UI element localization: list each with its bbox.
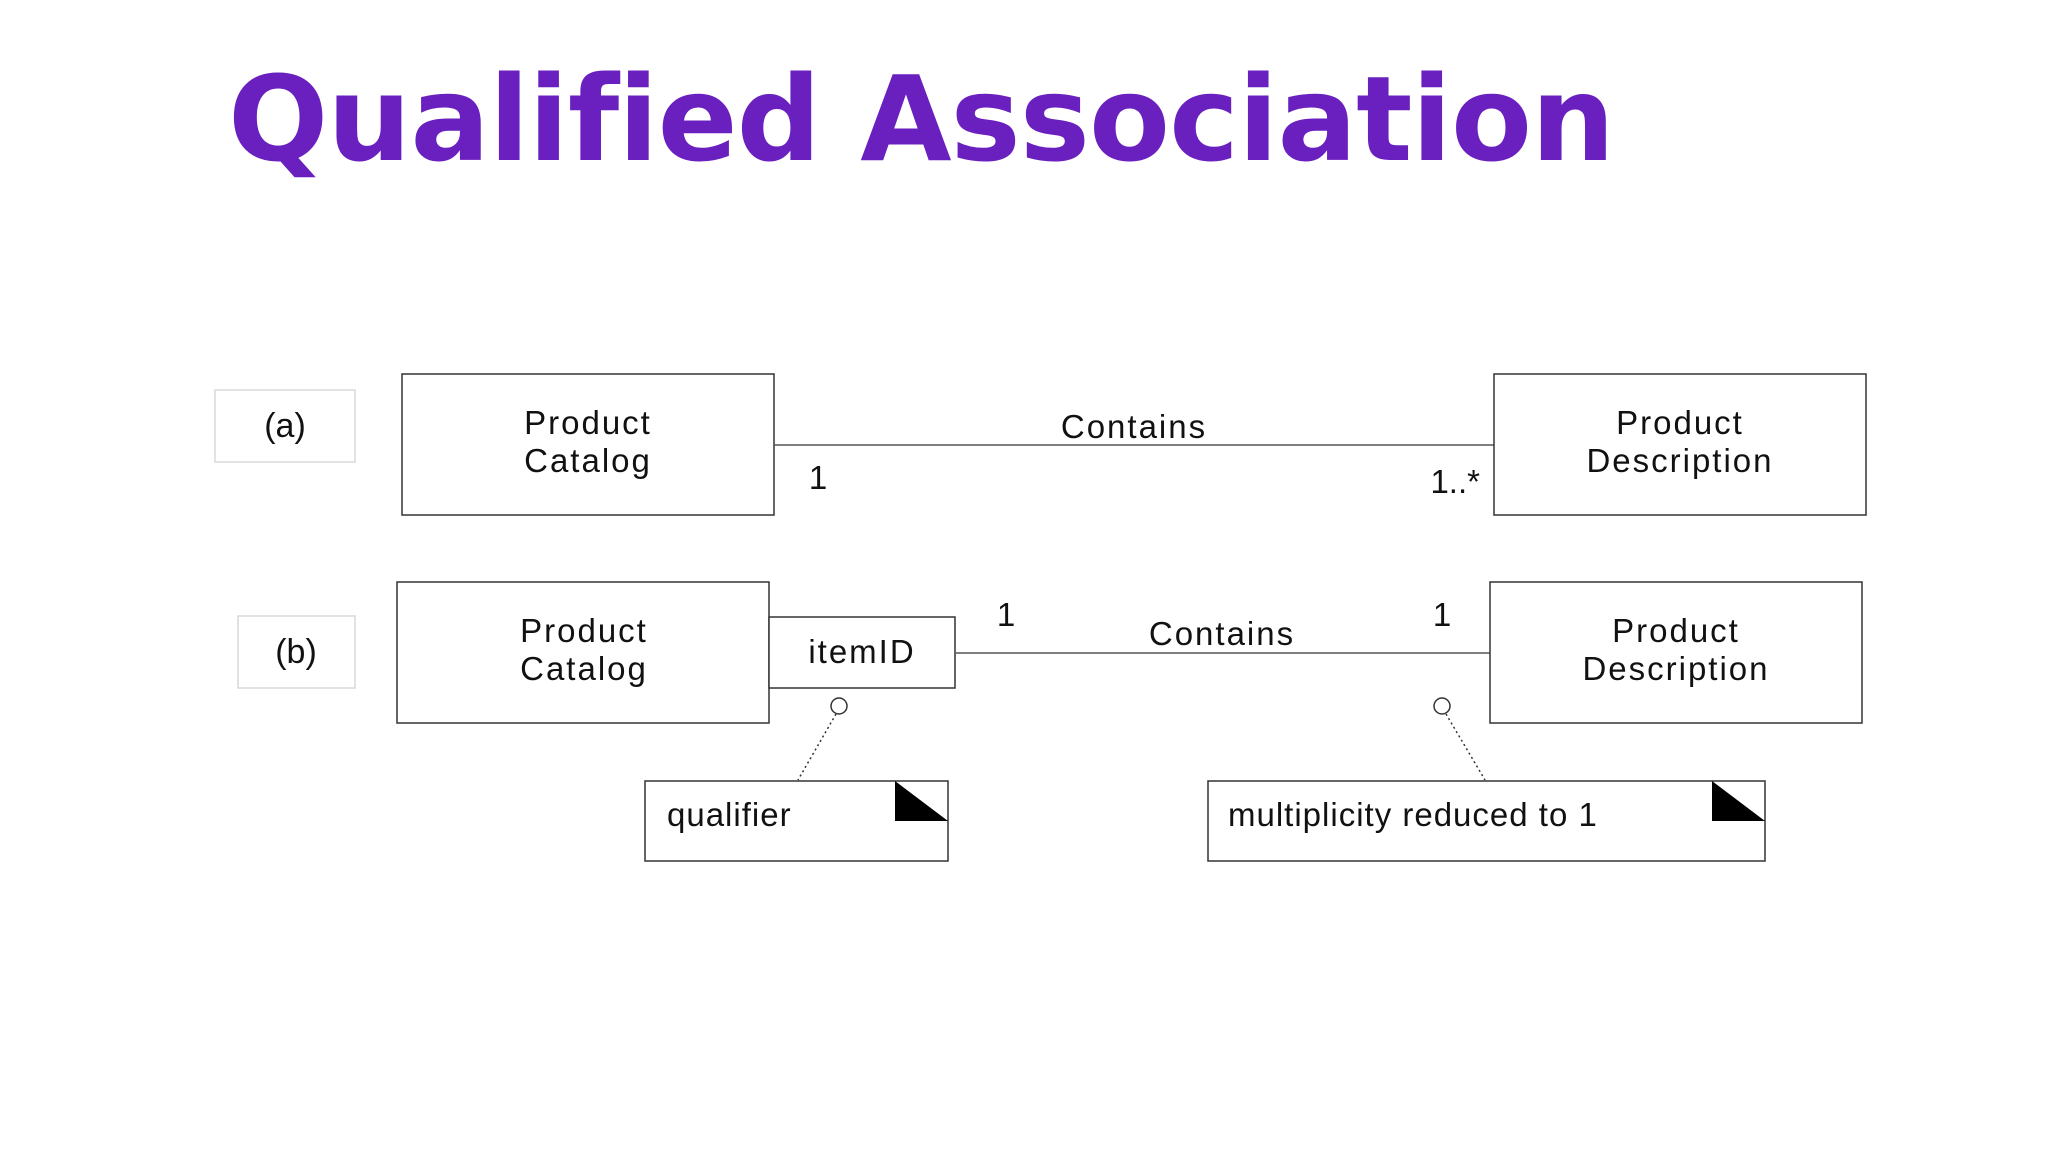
qualifier-anchor-dot: [830, 697, 848, 715]
class-a-product-catalog-line2: Catalog: [524, 442, 652, 479]
tag-b-label: (b): [275, 633, 317, 671]
tag-a-label: (a): [264, 407, 306, 445]
multiplicity-anchor-dot: [1433, 697, 1451, 715]
association-a-label: Contains: [1061, 408, 1207, 445]
qualifier-box: [768, 616, 956, 689]
class-a-product-description: [1493, 373, 1867, 516]
class-a-product-description-line1: Product: [1616, 404, 1744, 441]
qualifier-anchor-line: [797, 713, 837, 781]
note-qualifier-folded-corner: [895, 781, 948, 821]
class-b-product-description-line2: Description: [1582, 650, 1769, 687]
qualifier-label: itemID: [808, 633, 915, 670]
note-qualifier-text: qualifier: [667, 796, 792, 833]
class-b-product-catalog-line2: Catalog: [520, 650, 648, 687]
class-b-product-description-line1: Product: [1612, 612, 1740, 649]
note-multiplicity-folded-corner: [1712, 781, 1765, 821]
class-a-product-catalog: [401, 373, 775, 516]
tag-a-box: [214, 389, 356, 463]
class-b-product-catalog: [396, 581, 770, 724]
diagram-a: (a) Product Catalog Contains 1 1..* Prod…: [214, 373, 1867, 516]
tag-b-box: [237, 615, 356, 689]
multiplicity-a-left: 1: [809, 459, 827, 496]
multiplicity-a-right: 1..*: [1430, 463, 1480, 500]
class-b-product-catalog-line1: Product: [520, 612, 648, 649]
slide-title: Qualified Association: [228, 50, 1615, 188]
multiplicity-b-left: 1: [997, 596, 1015, 633]
multiplicity-b-right: 1: [1433, 596, 1451, 633]
multiplicity-anchor-line: [1445, 713, 1486, 781]
note-multiplicity-text: multiplicity reduced to 1: [1228, 796, 1598, 833]
note-multiplicity: [1207, 780, 1766, 862]
class-a-product-catalog-line1: Product: [524, 404, 652, 441]
class-a-product-description-line2: Description: [1586, 442, 1773, 479]
class-b-product-description: [1489, 581, 1863, 724]
association-b-label: Contains: [1149, 615, 1295, 652]
diagram-b: (b) Product Catalog itemID Contains 1 1 …: [237, 581, 1863, 862]
